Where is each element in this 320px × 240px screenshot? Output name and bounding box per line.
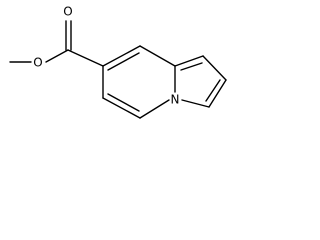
bond-c2-c3-inner — [205, 79, 221, 102]
bond-n-c5 — [139, 99, 170, 119]
bond-c5-c6-inner — [107, 93, 140, 112]
bond-carbonyl-c7 — [67, 49, 104, 67]
bond-c8a-c1 — [174, 55, 204, 67]
bond-c5-c6 — [102, 97, 141, 119]
ester-oxygen-label: O — [33, 56, 42, 70]
bond-ester-o-carbonyl-c — [45, 49, 69, 63]
bond-c7-c8-inner — [107, 52, 140, 71]
bond-c8a-c1-inner — [180, 62, 203, 71]
carbonyl-oxygen-label: O — [63, 5, 72, 19]
bond-c3-n — [181, 99, 210, 108]
structure-drawing: O O N — [9, 5, 227, 119]
bond-c1-c2 — [202, 55, 227, 81]
molecule-diagram: O O N — [0, 0, 242, 134]
bond-c2-c3 — [208, 79, 227, 108]
bond-c8-c8a — [139, 45, 176, 67]
ring-nitrogen-label: N — [171, 93, 180, 107]
bond-c7-c8 — [102, 45, 141, 67]
